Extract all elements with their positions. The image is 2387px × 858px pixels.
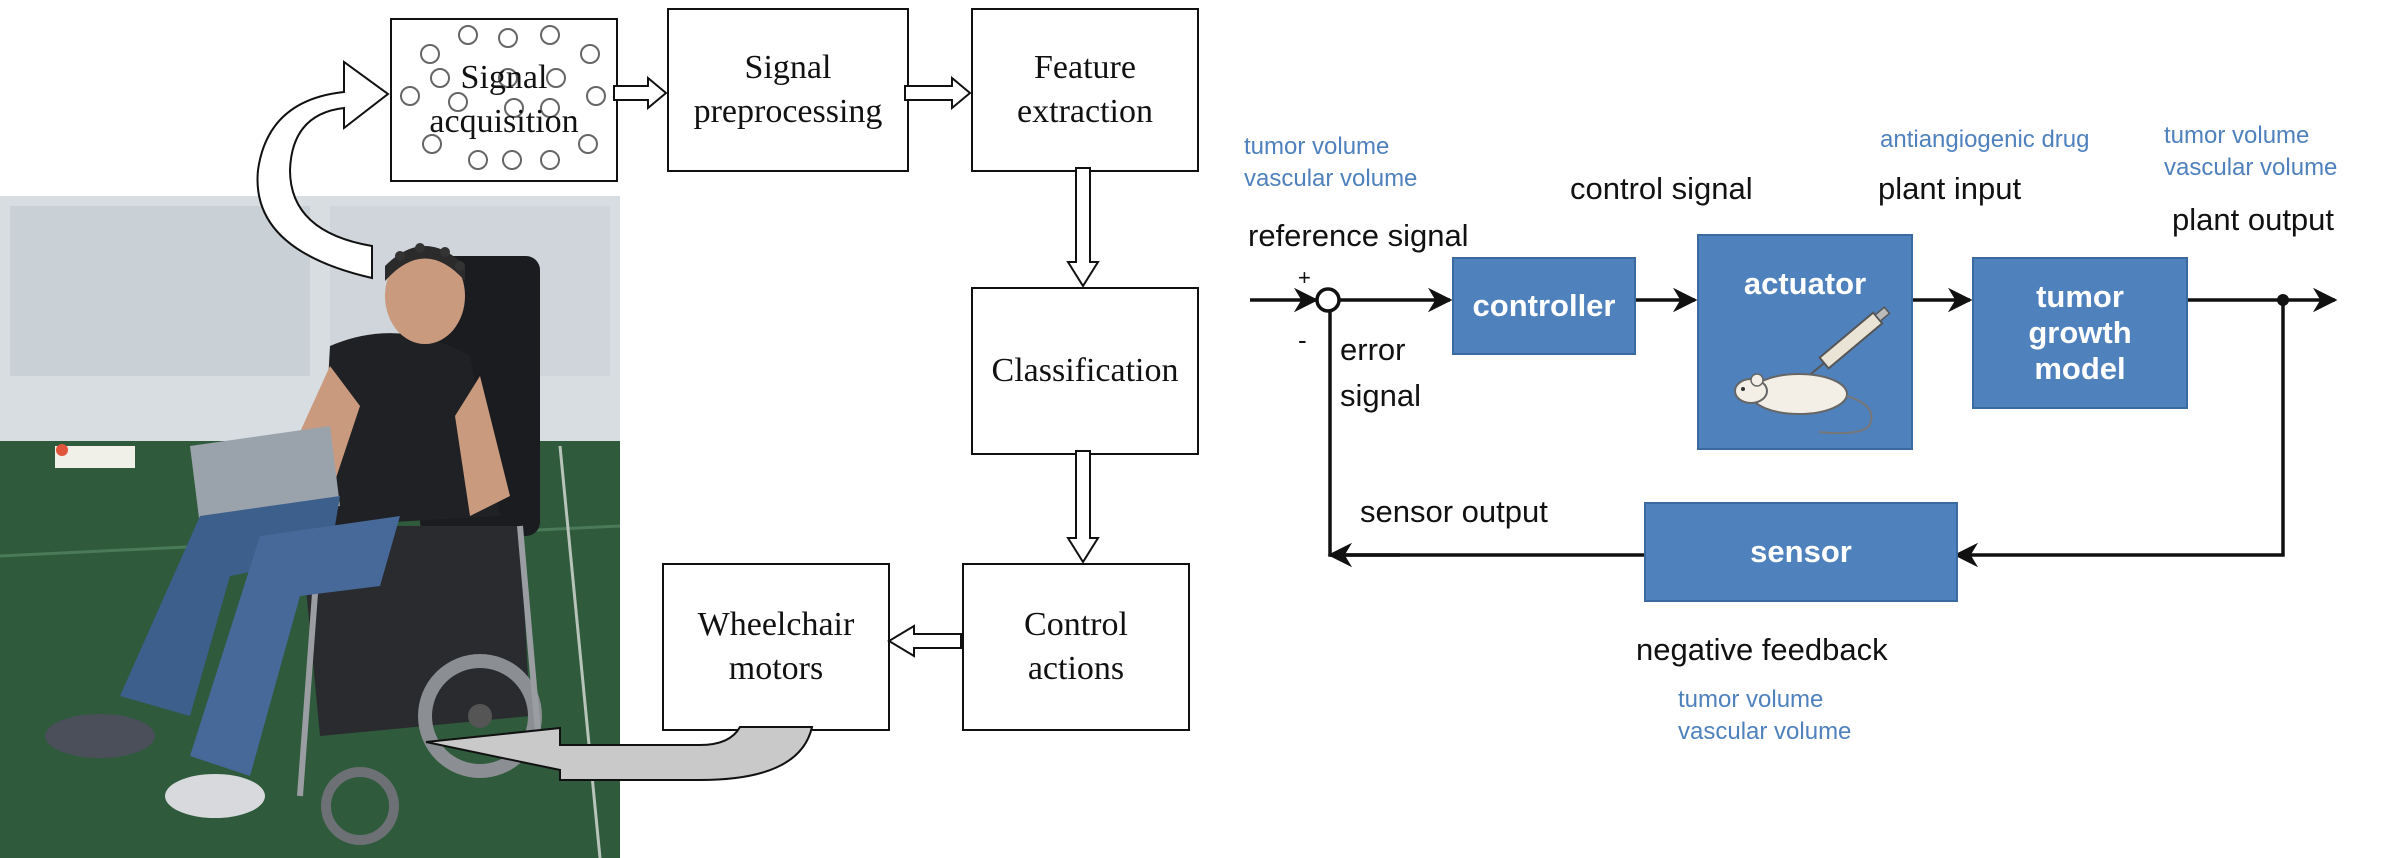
- classification-label: Classification: [991, 352, 1179, 389]
- wheelchair-user-photo: [0, 196, 620, 858]
- error-signal-label: error signal: [1340, 332, 1421, 413]
- reference-annotation: tumor volume vascular volume: [1244, 133, 1418, 192]
- actuator-label: actuator: [1743, 266, 1867, 301]
- sensor-label: sensor: [1750, 534, 1852, 569]
- tumor-growth-model-label: tumor growth model: [2028, 279, 2132, 386]
- sensor-block: sensor: [1644, 502, 1958, 602]
- controller-label: controller: [1472, 288, 1616, 323]
- signal-acquisition-label: Signal acquisition: [429, 59, 579, 140]
- wheelchair-motors-label: Wheelchair motors: [697, 606, 855, 687]
- wheelchair-user-illustration: [0, 196, 620, 858]
- signal-preprocessing-box: Signal preprocessing: [667, 8, 909, 172]
- plant-input-label: plant input: [1878, 171, 2022, 206]
- feature-extraction-box: Feature extraction: [971, 8, 1199, 172]
- controller-block: controller: [1452, 257, 1636, 355]
- reference-signal-label: reference signal: [1248, 218, 1469, 253]
- plus-sign: +: [1298, 265, 1311, 290]
- feature-extraction-label: Feature extraction: [1017, 49, 1153, 130]
- electrode-dots-icon: [400, 25, 606, 170]
- negative-feedback-label: negative feedback: [1636, 632, 1888, 667]
- arrow-control-to-motors: [887, 624, 962, 658]
- wheelchair-motors-box: Wheelchair motors: [662, 563, 890, 731]
- signal-preprocessing-label: Signal preprocessing: [693, 49, 883, 130]
- plant-output-annotation: tumor volume vascular volume: [2164, 122, 2338, 181]
- summing-junction: [1315, 287, 1341, 313]
- control-signal-label: control signal: [1570, 171, 1753, 206]
- signal-acquisition-box: Signal acquisition: [390, 18, 618, 182]
- control-actions-label: Control actions: [1024, 606, 1128, 687]
- sensor-output-label: sensor output: [1360, 494, 1548, 529]
- tumor-growth-model-block: tumor growth model: [1972, 257, 2188, 409]
- arrow-feat-to-class: [1066, 167, 1100, 288]
- arrow-acq-to-pre: [613, 75, 668, 111]
- mouse-injection-icon: [1734, 306, 1891, 435]
- control-actions-box: Control actions: [962, 563, 1190, 731]
- arrow-class-to-control: [1066, 450, 1100, 564]
- takeoff-point: [2277, 294, 2289, 306]
- feedback-annotation: tumor volume vascular volume: [1678, 686, 1852, 745]
- minus-sign: -: [1298, 325, 1307, 355]
- classification-box: Classification: [971, 287, 1199, 455]
- actuator-block: actuator: [1697, 234, 1913, 450]
- plant-input-annotation: antiangiogenic drug: [1880, 126, 2090, 153]
- plant-output-label: plant output: [2172, 202, 2335, 237]
- arrow-pre-to-feat: [904, 75, 972, 111]
